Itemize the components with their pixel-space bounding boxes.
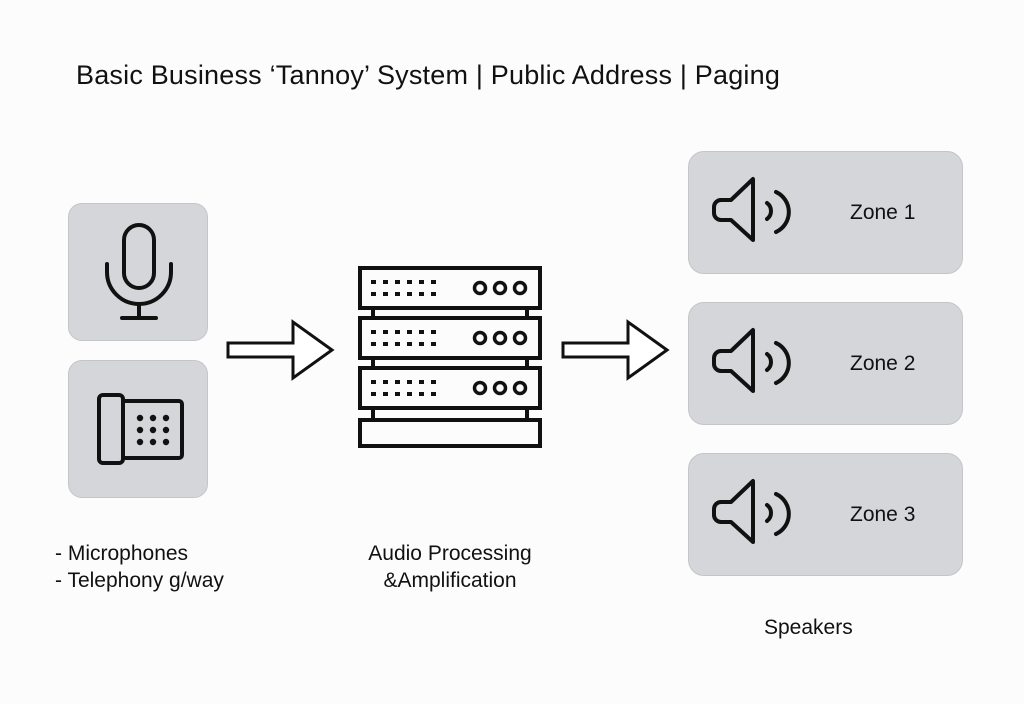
rack-port — [407, 330, 412, 334]
rack-port — [419, 292, 424, 296]
zone-3-box: Zone 3 — [688, 453, 963, 576]
rack-port — [371, 392, 376, 396]
speakers-caption: Speakers — [764, 616, 853, 639]
caption-line: &Amplification — [383, 569, 517, 592]
microphone-icon — [105, 223, 173, 320]
processing-caption: Audio Processing &Amplification — [356, 540, 544, 594]
microphone-box — [68, 203, 208, 341]
caption-line: - Microphones — [55, 542, 189, 565]
rack-port — [395, 280, 400, 284]
rack-knob — [512, 380, 528, 396]
rack-knob — [472, 380, 488, 396]
rack-port — [371, 292, 376, 296]
rack-port — [395, 392, 400, 396]
zone-label: Zone 1 — [850, 201, 916, 224]
rack-port — [431, 330, 436, 334]
caption-line: Audio Processing — [368, 542, 532, 565]
zone-label: Zone 2 — [850, 352, 916, 375]
rack-port — [419, 380, 424, 384]
rack-knob — [492, 280, 508, 296]
rack-port — [419, 280, 424, 284]
rack-port — [431, 280, 436, 284]
rack-port — [419, 330, 424, 334]
caption-line: - Telephony g/way — [55, 569, 224, 592]
speaker-icon — [712, 479, 791, 544]
rack-port — [431, 292, 436, 296]
rack-port — [407, 292, 412, 296]
rack-knob — [512, 280, 528, 296]
rack-port — [395, 342, 400, 346]
rack-port — [419, 342, 424, 346]
server-rack-icon — [358, 266, 542, 448]
zone-2-box: Zone 2 — [688, 302, 963, 425]
speaker-icon — [712, 177, 791, 242]
rack-port — [407, 380, 412, 384]
rack-port — [371, 380, 376, 384]
rack-port — [383, 342, 388, 346]
rack-port — [407, 280, 412, 284]
rack-port — [371, 342, 376, 346]
rack-knob — [512, 330, 528, 346]
rack-port — [431, 392, 436, 396]
rack-knob — [492, 380, 508, 396]
rack-port — [383, 292, 388, 296]
rack-port — [383, 280, 388, 284]
arrow-right-icon — [226, 319, 335, 381]
rack-port — [395, 330, 400, 334]
rack-knob — [472, 330, 488, 346]
rack-port — [407, 342, 412, 346]
rack-knob — [492, 330, 508, 346]
rack-port — [395, 292, 400, 296]
rack-port — [395, 380, 400, 384]
rack-port — [431, 342, 436, 346]
zone-label: Zone 3 — [850, 503, 916, 526]
desk-phone-icon — [97, 393, 184, 465]
rack-port — [419, 392, 424, 396]
rack-port — [371, 330, 376, 334]
zone-1-box: Zone 1 — [688, 151, 963, 274]
rack-port — [407, 392, 412, 396]
telephone-box — [68, 360, 208, 498]
rack-port — [431, 380, 436, 384]
sources-caption: - Microphones - Telephony g/way — [55, 540, 224, 594]
rack-knob — [472, 280, 488, 296]
rack-port — [383, 330, 388, 334]
rack-port — [383, 392, 388, 396]
rack-port — [383, 380, 388, 384]
arrow-right-icon — [561, 319, 670, 381]
diagram-title: Basic Business ‘Tannoy’ System | Public … — [76, 60, 781, 90]
speaker-icon — [712, 328, 791, 393]
rack-port — [371, 280, 376, 284]
